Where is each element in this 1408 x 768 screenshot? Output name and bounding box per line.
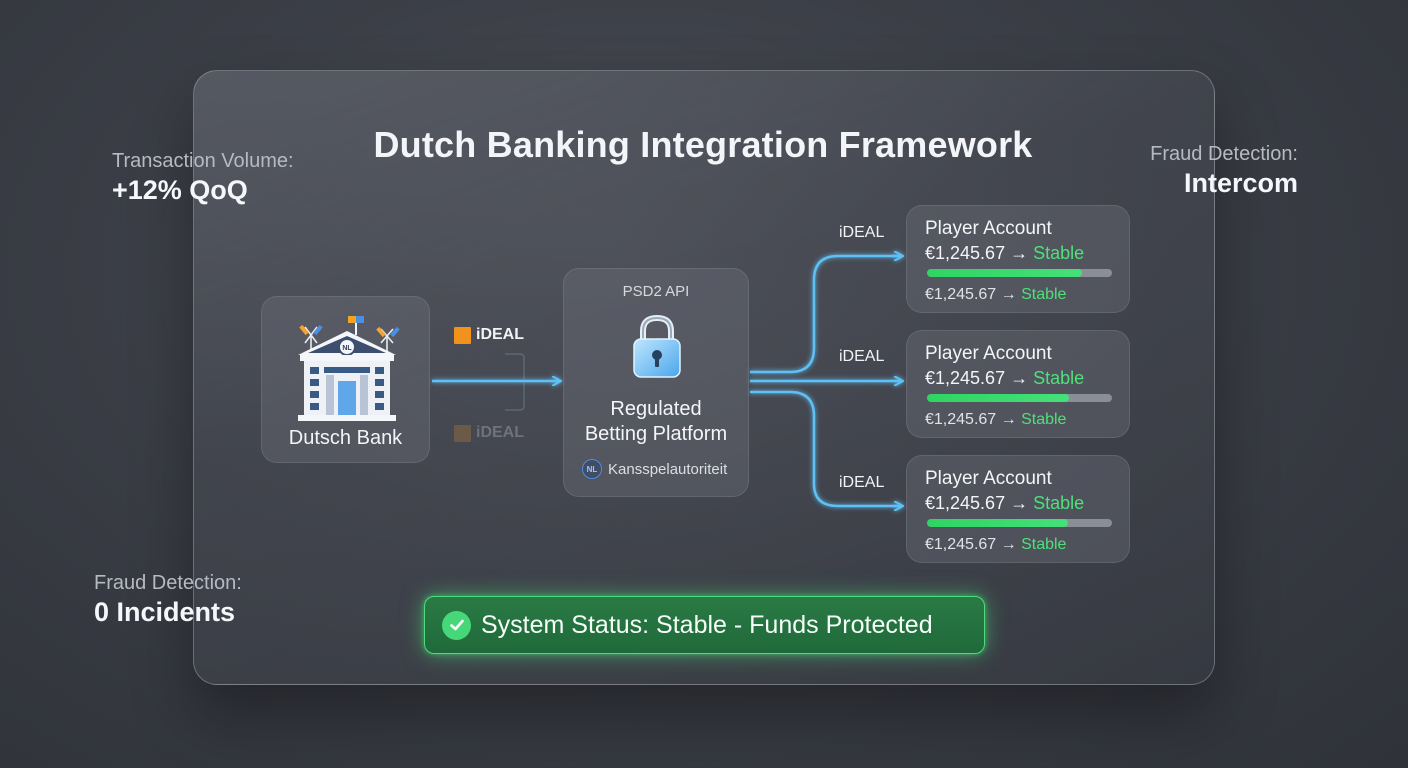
- balance-amount: €1,245.67 →: [925, 411, 1017, 428]
- regulator-seal-icon: NL: [582, 459, 602, 479]
- account-balance-secondary: €1,245.67 → Stable: [925, 411, 1066, 429]
- stat-label: Transaction Volume:: [112, 150, 294, 172]
- ideal-link-inactive[interactable]: iDEAL: [454, 424, 524, 442]
- balance-status: Stable: [1021, 411, 1067, 428]
- account-title: Player Account: [925, 468, 1052, 489]
- player-account-card[interactable]: Player Account €1,245.67 → Stable €1,245…: [906, 205, 1130, 313]
- account-progress-track: [927, 269, 1112, 277]
- platform-name-line-2: Betting Platform: [584, 423, 728, 445]
- balance-amount: €1,245.67 →: [925, 243, 1029, 263]
- account-balance-secondary: €1,245.67 → Stable: [925, 536, 1066, 554]
- bank-building-icon: NL: [298, 316, 400, 421]
- fraud-detection-stat-bottom: Fraud Detection: 0 Incidents: [94, 572, 242, 628]
- player-account-card[interactable]: Player Account €1,245.67 → Stable €1,245…: [906, 330, 1130, 438]
- ideal-route-label-3: iDEAL: [839, 474, 885, 491]
- system-status-text: System Status: Stable - Funds Protected: [481, 610, 933, 639]
- betting-platform-card[interactable]: PSD2 API Regulated Betting Platform NL K…: [563, 268, 749, 497]
- check-circle-icon: [442, 610, 471, 640]
- account-progress-track: [927, 519, 1112, 527]
- account-balance-secondary: €1,245.67 → Stable: [925, 286, 1066, 304]
- ideal-label: iDEAL: [476, 326, 524, 343]
- inactive-ideal-bracket: [505, 353, 525, 411]
- api-label: PSD2 API: [622, 283, 690, 300]
- stat-label: Fraud Detection:: [94, 572, 242, 594]
- balance-amount: €1,245.67 →: [925, 368, 1029, 388]
- balance-status: Stable: [1021, 286, 1067, 303]
- bank-badge-text: NL: [342, 345, 352, 352]
- stat-value: 0 Incidents: [94, 597, 236, 627]
- balance-status: Stable: [1033, 243, 1085, 263]
- balance-amount: €1,245.67 →: [925, 286, 1017, 303]
- regulator: NL Kansspelautoriteit: [582, 459, 748, 479]
- ideal-logo-icon: [454, 424, 471, 442]
- balance-amount: €1,245.67 →: [925, 536, 1017, 553]
- ideal-route-label-2: iDEAL: [839, 348, 885, 365]
- player-account-card[interactable]: Player Account €1,245.67 → Stable €1,245…: [906, 455, 1130, 563]
- stat-value: Intercom: [1183, 168, 1298, 198]
- account-title: Player Account: [925, 218, 1052, 239]
- page-title: Dutch Banking Integration Framework: [373, 124, 1033, 165]
- regulator-name: Kansspelautoriteit: [608, 460, 728, 478]
- platform-name-line-1: Regulated: [610, 398, 702, 420]
- bank-card[interactable]: NL Dutsch Bank: [261, 296, 430, 463]
- balance-status: Stable: [1021, 536, 1067, 553]
- stat-value: +12% QoQ: [112, 175, 248, 205]
- balance-status: Stable: [1033, 493, 1085, 513]
- account-progress-fill: [927, 519, 1068, 527]
- balance-status: Stable: [1033, 368, 1085, 388]
- system-status-banner: System Status: Stable - Funds Protected: [424, 596, 985, 654]
- account-link-line-3: [750, 390, 902, 506]
- fraud-detection-stat-top: Fraud Detection: Intercom: [1098, 143, 1298, 199]
- ideal-route-label-1: iDEAL: [839, 224, 885, 241]
- account-progress-fill: [927, 394, 1070, 402]
- account-balance: €1,245.67 → Stable: [925, 368, 1084, 389]
- platform-name: Regulated Betting Platform: [564, 397, 748, 447]
- account-link-line-1: [750, 256, 902, 374]
- account-balance: €1,245.67 → Stable: [925, 493, 1084, 514]
- balance-amount: €1,245.67 →: [925, 493, 1029, 513]
- account-progress-track: [927, 394, 1112, 402]
- ideal-link-active[interactable]: iDEAL: [454, 326, 524, 344]
- stat-label: Fraud Detection:: [1150, 143, 1298, 165]
- ideal-label: iDEAL: [476, 424, 524, 441]
- account-progress-fill: [927, 269, 1083, 277]
- account-title: Player Account: [925, 343, 1052, 364]
- account-balance: €1,245.67 → Stable: [925, 243, 1084, 264]
- lock-icon: [633, 314, 681, 378]
- transaction-volume-stat: Transaction Volume: +12% QoQ: [112, 150, 294, 206]
- ideal-logo-icon: [454, 326, 471, 344]
- bank-label: Dutsch Bank: [288, 427, 403, 449]
